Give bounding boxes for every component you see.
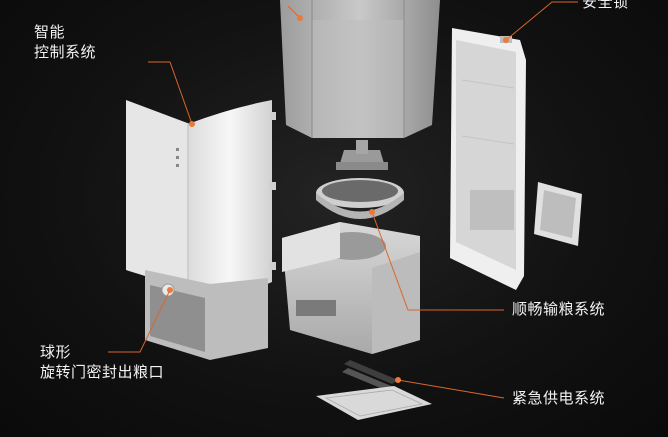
callout-line-emergency-power (397, 379, 505, 399)
label-smart-control-line2: 控制系统 (34, 43, 97, 61)
base-module (282, 222, 420, 354)
front-shell (126, 100, 276, 360)
callout-line-ball-door (108, 289, 171, 353)
label-smooth-feeding: 顺畅输粮系统 (512, 300, 606, 318)
label-ball-door-line2: 旋转门密封出粮口 (40, 363, 165, 381)
label-ball-door-line1: 球形 (40, 343, 72, 361)
callout-line-smooth-feeding (371, 211, 504, 311)
callout-line-smart-control (148, 61, 193, 125)
backup-batteries (342, 360, 398, 392)
label-smart-control: 智能 控制系统 (34, 22, 96, 62)
label-emergency-power: 紧急供电系统 (512, 389, 606, 407)
label-ball-rotary-door: 球形 旋转门密封出粮口 (40, 342, 164, 382)
label-safety-lock: 安全锁 (582, 0, 629, 11)
callout-dots (167, 15, 509, 383)
battery-cover (316, 386, 432, 420)
label-smart-control-line1: 智能 (34, 23, 66, 41)
callout-line-safety-lock (505, 1, 578, 41)
side-panel (450, 28, 526, 290)
feeding-rotor (316, 140, 404, 219)
access-lid (534, 182, 582, 246)
hopper-container (280, 0, 440, 138)
